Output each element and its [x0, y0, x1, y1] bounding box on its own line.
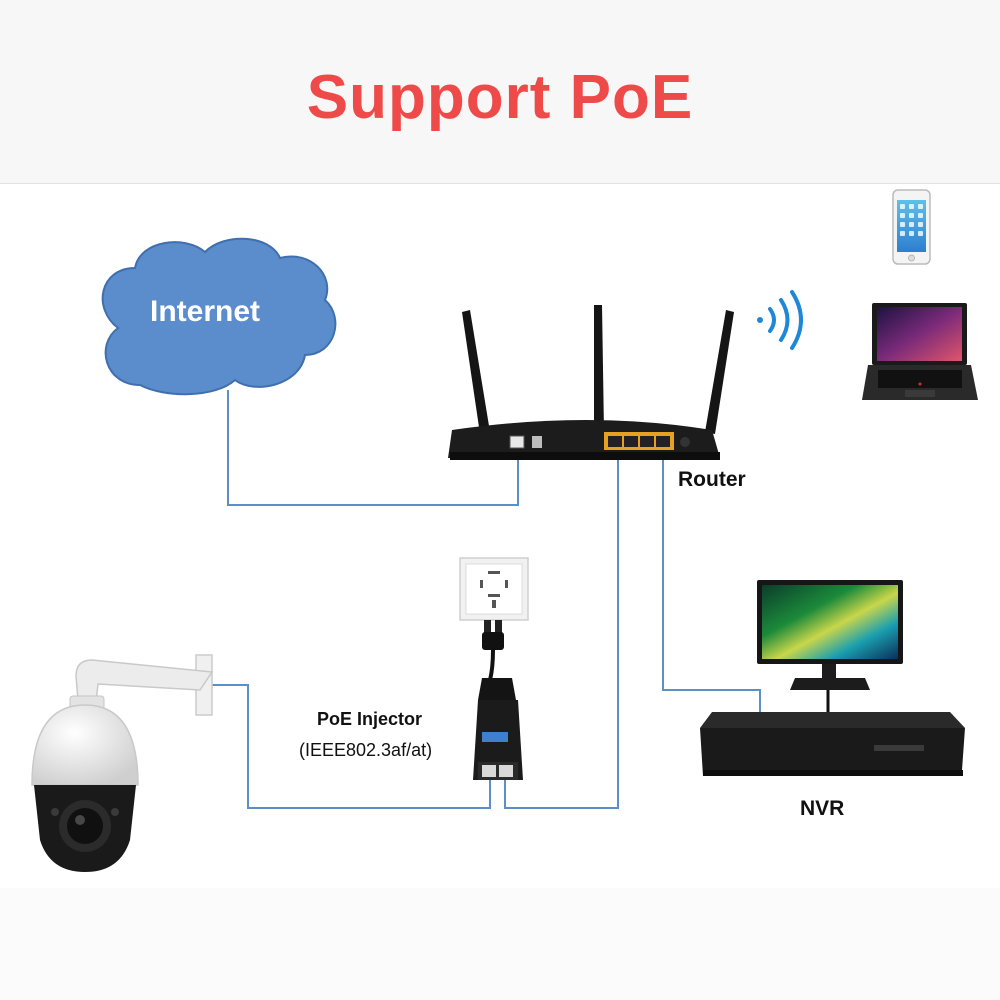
- poe-injector-icon: [473, 678, 523, 780]
- router-icon: [448, 305, 734, 460]
- cable-router-injector: [505, 447, 618, 808]
- monitor-icon: [757, 580, 903, 712]
- smartphone-icon: [893, 190, 930, 264]
- laptop-icon: [862, 303, 978, 400]
- nvr-icon: [700, 712, 965, 776]
- poe-injector-label: PoE Injector: [317, 709, 422, 730]
- ptz-camera-icon: [32, 655, 212, 872]
- wifi-signal-icon: [757, 292, 801, 348]
- router-label: Router: [678, 468, 746, 492]
- wall-socket-icon: [460, 558, 528, 680]
- nvr-label: NVR: [800, 797, 844, 821]
- poe-standard-label: (IEEE802.3af/at): [299, 740, 432, 761]
- internet-label: Internet: [110, 295, 300, 329]
